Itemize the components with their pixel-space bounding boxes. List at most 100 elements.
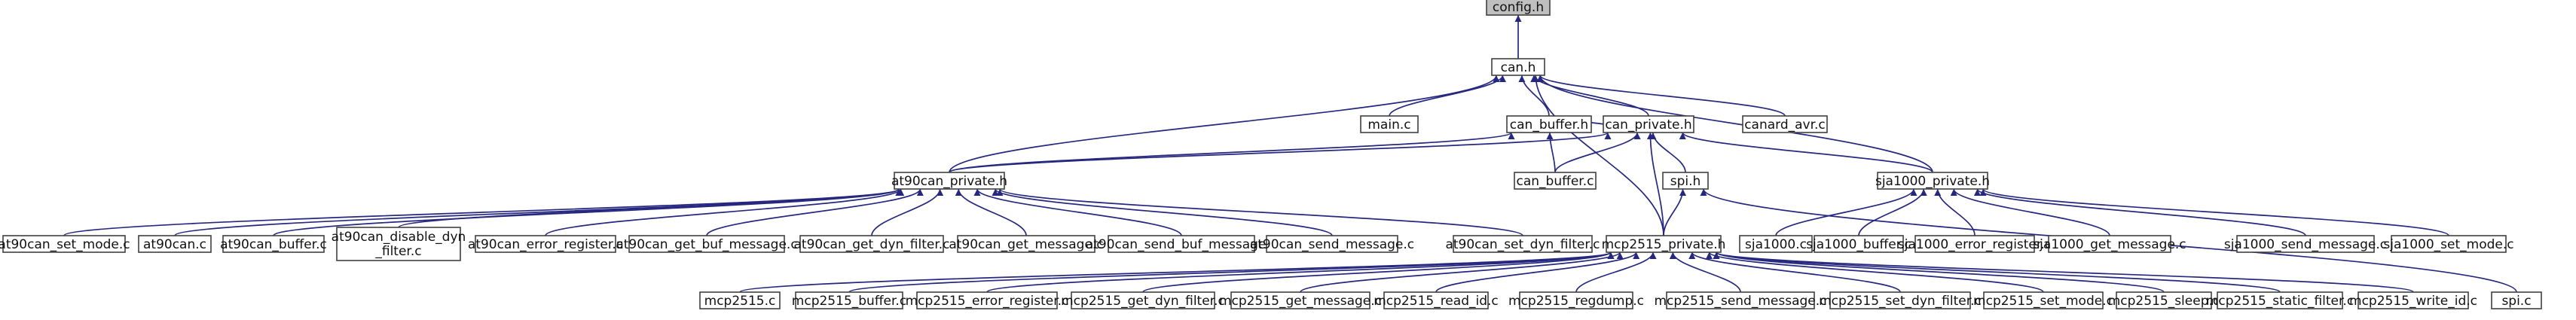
node-box[interactable] <box>799 235 944 253</box>
node-mcp2515_get_message_c[interactable]: mcp2515_get_message.c <box>1219 291 1382 309</box>
node-at90can_buffer_c[interactable]: at90can_buffer.c <box>220 235 327 253</box>
node-box[interactable] <box>628 235 785 253</box>
edge-arrowhead <box>1973 189 1981 196</box>
node-config_h[interactable]: config.h <box>1486 0 1551 16</box>
node-mcp2515_buffer_c[interactable]: mcp2515_buffer.c <box>792 291 906 309</box>
node-can_h[interactable]: can.h <box>1491 58 1545 76</box>
node-box[interactable] <box>1491 58 1545 76</box>
node-at90can_set_dyn_filter_c[interactable]: at90can_set_dyn_filter.c <box>1445 235 1600 253</box>
node-box[interactable] <box>1071 291 1215 309</box>
node-box[interactable] <box>916 291 1058 309</box>
node-box[interactable] <box>1739 235 1813 253</box>
edge-mcp2515_private_h-to-can_private_h <box>1649 132 1664 236</box>
node-box[interactable] <box>2217 291 2343 309</box>
node-box[interactable] <box>2116 291 2212 309</box>
node-at90can_error_register_c[interactable]: at90can_error_register.c <box>468 235 623 253</box>
node-main_c[interactable]: main.c <box>1360 115 1419 133</box>
edge-mcp2515_c-to-mcp2515_private_h <box>739 251 1612 293</box>
node-box[interactable] <box>1383 291 1489 309</box>
node-box[interactable] <box>1662 172 1709 190</box>
node-box[interactable] <box>2 235 126 253</box>
node-box[interactable] <box>1108 235 1255 253</box>
node-mcp2515_c[interactable]: mcp2515.c <box>699 291 781 309</box>
node-box[interactable] <box>1360 115 1419 133</box>
node-mcp2515_private_h[interactable]: mcp2515_private.h <box>1602 235 1726 253</box>
node-can_buffer_c[interactable]: can_buffer.c <box>1514 172 1597 190</box>
node-canard_avr_c[interactable]: canard_avr.c <box>1742 115 1828 133</box>
edge-arrowhead <box>1518 75 1526 82</box>
node-sja1000_c[interactable]: sja1000.c <box>1739 235 1813 253</box>
node-box[interactable] <box>1514 172 1597 190</box>
edge-arrowhead <box>1532 75 1539 82</box>
node-sja1000_get_message_c[interactable]: sja1000_get_message.c <box>2033 235 2186 253</box>
node-spi_c[interactable]: spi.c <box>2491 291 2542 309</box>
node-box[interactable] <box>1606 235 1722 253</box>
node-box[interactable] <box>1486 0 1551 16</box>
edge-arrowhead <box>1679 189 1687 196</box>
node-label: can_private.h <box>1605 117 1691 133</box>
node-mcp2515_get_dyn_filter_c[interactable]: mcp2515_get_dyn_filter.c <box>1061 291 1225 309</box>
node-box[interactable] <box>1666 291 1815 309</box>
node-box[interactable] <box>1983 291 2104 309</box>
node-at90can_get_buf_message_c[interactable]: at90can_get_buf_message.c <box>616 235 798 253</box>
node-box[interactable] <box>138 235 212 253</box>
node-at90can_disable_dyn_filter_c[interactable]: at90can_disable_dyn_filter.c <box>332 227 466 261</box>
node-label: sja1000_send_message.c <box>2224 237 2387 252</box>
node-at90can_get_dyn_filter_c[interactable]: at90can_get_dyn_filter.c <box>793 235 950 253</box>
node-at90can_c[interactable]: at90can.c <box>138 235 212 253</box>
node-box[interactable] <box>1519 291 1633 309</box>
node-box[interactable] <box>1230 291 1371 309</box>
node-can_buffer_h[interactable]: can_buffer.h <box>1506 115 1592 133</box>
node-box[interactable] <box>2491 291 2542 309</box>
node-at90can_get_message_c[interactable]: at90can_get_message.c <box>949 235 1104 253</box>
node-can_private_h[interactable]: can_private.h <box>1603 115 1694 133</box>
node-box[interactable] <box>1814 235 1904 253</box>
node-at90can_private_h[interactable]: at90can_private.h <box>891 172 1007 190</box>
node-box[interactable] <box>1742 115 1828 133</box>
node-mcp2515_regdump_c[interactable]: mcp2515_regdump.c <box>1508 291 1644 309</box>
node-box[interactable] <box>475 235 616 253</box>
node-box[interactable] <box>2048 235 2171 253</box>
edge-at90can_send_buf_message_c-to-at90can_private_h <box>976 188 1182 236</box>
node-label: mcp2515_sleep.c <box>2108 294 2220 309</box>
node-spi_h[interactable]: spi.h <box>1662 172 1709 190</box>
node-box[interactable] <box>894 172 1005 190</box>
node-box[interactable] <box>1829 291 1971 309</box>
node-mcp2515_error_register_c[interactable]: mcp2515_error_register.c <box>906 291 1069 309</box>
edge-arrowhead <box>992 189 999 196</box>
node-box[interactable] <box>1266 235 1398 253</box>
node-at90can_send_message_c[interactable]: at90can_send_message.c <box>1250 235 1414 253</box>
node-mcp2515_static_filter_c[interactable]: mcp2515_static_filter.c <box>2206 291 2354 309</box>
node-mcp2515_send_message_c[interactable]: mcp2515_send_message.c <box>1655 291 1827 309</box>
node-box[interactable] <box>795 291 903 309</box>
node-box[interactable] <box>957 235 1095 253</box>
node-mcp2515_set_dyn_filter_c[interactable]: mcp2515_set_dyn_filter.c <box>1819 291 1982 309</box>
node-at90can_send_buf_message_c[interactable]: at90can_send_buf_message.c <box>1086 235 1277 253</box>
node-sja1000_buffer_c[interactable]: sja1000_buffer.c <box>1806 235 1911 253</box>
node-sja1000_send_message_c[interactable]: sja1000_send_message.c <box>2224 235 2387 253</box>
node-box[interactable] <box>1453 235 1593 253</box>
edge-sja1000_buffer_c-to-sja1000_private_h <box>1858 188 1925 236</box>
node-box[interactable] <box>2358 291 2469 309</box>
node-box[interactable] <box>1603 115 1694 133</box>
node-mcp2515_read_id_c[interactable]: mcp2515_read_id.c <box>1374 291 1499 309</box>
node-box[interactable] <box>699 291 781 309</box>
node-box[interactable] <box>1914 235 2035 253</box>
node-sja1000_private_h[interactable]: sja1000_private.h <box>1875 172 1990 190</box>
node-at90can_set_mode_c[interactable]: at90can_set_mode.c <box>0 235 130 253</box>
node-sja1000_set_mode_c[interactable]: sja1000_set_mode.c <box>2383 235 2514 253</box>
node-mcp2515_sleep_c[interactable]: mcp2515_sleep.c <box>2108 291 2220 309</box>
node-mcp2515_write_id_c[interactable]: mcp2515_write_id.c <box>2349 291 2477 309</box>
edge-mcp2515_buffer_c-to-mcp2515_private_h <box>848 251 1612 293</box>
node-box[interactable] <box>2236 235 2375 253</box>
node-box[interactable] <box>222 235 325 253</box>
edge-arrowhead <box>1546 133 1554 139</box>
node-mcp2515_set_mode_c[interactable]: mcp2515_set_mode.c <box>1973 291 2113 309</box>
node-box[interactable] <box>1506 115 1592 133</box>
node-sja1000_error_register_c[interactable]: sja1000_error_register.c <box>1898 235 2052 253</box>
node-box[interactable] <box>1877 172 1988 190</box>
node-box[interactable] <box>2391 235 2507 253</box>
node-box[interactable] <box>336 227 461 261</box>
node-label: sja1000_buffer.c <box>1806 237 1911 252</box>
edge-arrowhead <box>996 189 1004 196</box>
